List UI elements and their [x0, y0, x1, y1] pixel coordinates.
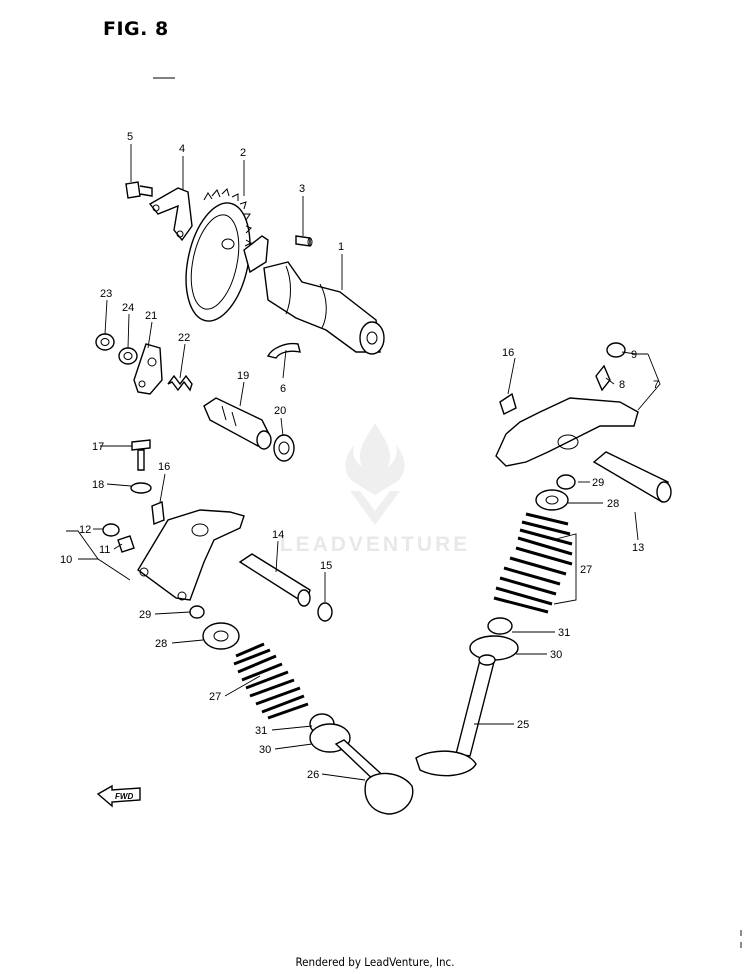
valve-spring-left[interactable]	[233, 642, 309, 720]
watermark-text: LEADVENTURE	[279, 533, 471, 556]
callout-9[interactable]: 9	[631, 349, 637, 361]
adjust-bolt[interactable]	[131, 439, 151, 471]
callout-2[interactable]: 2	[240, 147, 246, 159]
adjuster-screw-8[interactable]	[595, 364, 611, 392]
pin[interactable]	[295, 235, 313, 247]
nut[interactable]	[95, 333, 115, 351]
fwd-label: FWD	[115, 792, 133, 801]
fwd-arrow-icon: FWD	[96, 784, 141, 808]
callout-26[interactable]: 26	[307, 769, 319, 781]
leader-lines	[66, 144, 661, 781]
callout-10[interactable]: 10	[60, 554, 72, 566]
nut-12[interactable]	[102, 523, 120, 537]
intake-valve[interactable]	[334, 739, 414, 815]
nut-9[interactable]	[606, 342, 626, 358]
callout-16-right[interactable]: 16	[502, 347, 514, 359]
callout-3[interactable]: 3	[299, 183, 305, 195]
callout-31-right[interactable]: 31	[558, 627, 570, 639]
callout-14[interactable]: 14	[272, 529, 284, 541]
callout-5[interactable]: 5	[127, 131, 133, 143]
footer-credit: Rendered by LeadVenture, Inc.	[295, 955, 455, 969]
callout-27-left[interactable]: 27	[209, 691, 221, 703]
callout-25[interactable]: 25	[517, 719, 529, 731]
o-ring-15[interactable]	[317, 602, 333, 622]
callout-21[interactable]: 21	[145, 310, 157, 322]
callout-30-right[interactable]: 30	[550, 649, 562, 661]
rocker-pad-16-right[interactable]	[499, 392, 517, 415]
exhaust-valve[interactable]	[415, 654, 496, 777]
cotter-29-left[interactable]	[189, 605, 205, 619]
callout-29-right[interactable]: 29	[592, 477, 604, 489]
callout-1[interactable]: 1	[338, 241, 344, 253]
decomp-plate[interactable]	[133, 343, 163, 395]
callout-28-right[interactable]: 28	[607, 498, 619, 510]
figure-title: FIG. 8	[103, 18, 169, 40]
spring-seat-right[interactable]	[469, 617, 519, 661]
callout-28-left[interactable]: 28	[155, 638, 167, 650]
callout-24[interactable]: 24	[122, 302, 134, 314]
cam-plate[interactable]	[148, 187, 193, 242]
callout-30-left[interactable]: 30	[259, 744, 271, 756]
callout-22[interactable]: 22	[178, 332, 190, 344]
oil-seal[interactable]	[273, 434, 295, 462]
adjuster-screw-11[interactable]	[117, 535, 135, 553]
callout-18[interactable]: 18	[92, 479, 104, 491]
callout-15[interactable]: 15	[320, 560, 332, 572]
retainer-28-left[interactable]	[202, 622, 240, 650]
callout-31-left[interactable]: 31	[255, 725, 267, 737]
callout-16-left[interactable]: 16	[158, 461, 170, 473]
flame-logo-icon	[345, 423, 405, 525]
retainer-28-right[interactable]	[535, 489, 569, 511]
callouts: 5 4 2 3 1 6 23 24 21 22 19 20 17 16 18 1…	[60, 131, 659, 781]
decomp-shaft[interactable]	[203, 397, 272, 450]
callout-6[interactable]: 6	[280, 383, 286, 395]
watermark: LEADVENTURE	[244, 415, 506, 565]
rocker-shaft-13[interactable]	[592, 451, 672, 504]
callout-8[interactable]: 8	[619, 379, 625, 391]
camshaft[interactable]	[243, 235, 385, 355]
callout-20[interactable]: 20	[274, 405, 286, 417]
callout-17[interactable]: 17	[92, 441, 104, 453]
callout-12[interactable]: 12	[79, 524, 91, 536]
cam-sprocket[interactable]	[176, 188, 260, 327]
callout-13[interactable]: 13	[632, 542, 644, 554]
spring[interactable]	[167, 374, 193, 392]
circlip[interactable]	[266, 342, 301, 359]
callout-11[interactable]: 11	[99, 544, 110, 556]
callout-23[interactable]: 23	[100, 288, 112, 300]
callout-19[interactable]: 19	[237, 370, 249, 382]
cotter-29-right[interactable]	[556, 474, 576, 490]
bolt[interactable]	[125, 181, 153, 199]
rocker-shaft-14[interactable]	[238, 553, 311, 607]
callout-7[interactable]: 7	[653, 379, 659, 391]
rocker-pad-16[interactable]	[151, 501, 165, 525]
washer-18[interactable]	[130, 482, 152, 494]
callout-27-right[interactable]: 27	[580, 564, 592, 576]
rocker-arm-right[interactable]	[495, 397, 639, 467]
callout-29-left[interactable]: 29	[139, 609, 151, 621]
rocker-arm-left[interactable]	[137, 509, 245, 601]
washer[interactable]	[118, 347, 138, 365]
callout-4[interactable]: 4	[179, 143, 185, 155]
valve-spring-right[interactable]	[493, 512, 573, 614]
